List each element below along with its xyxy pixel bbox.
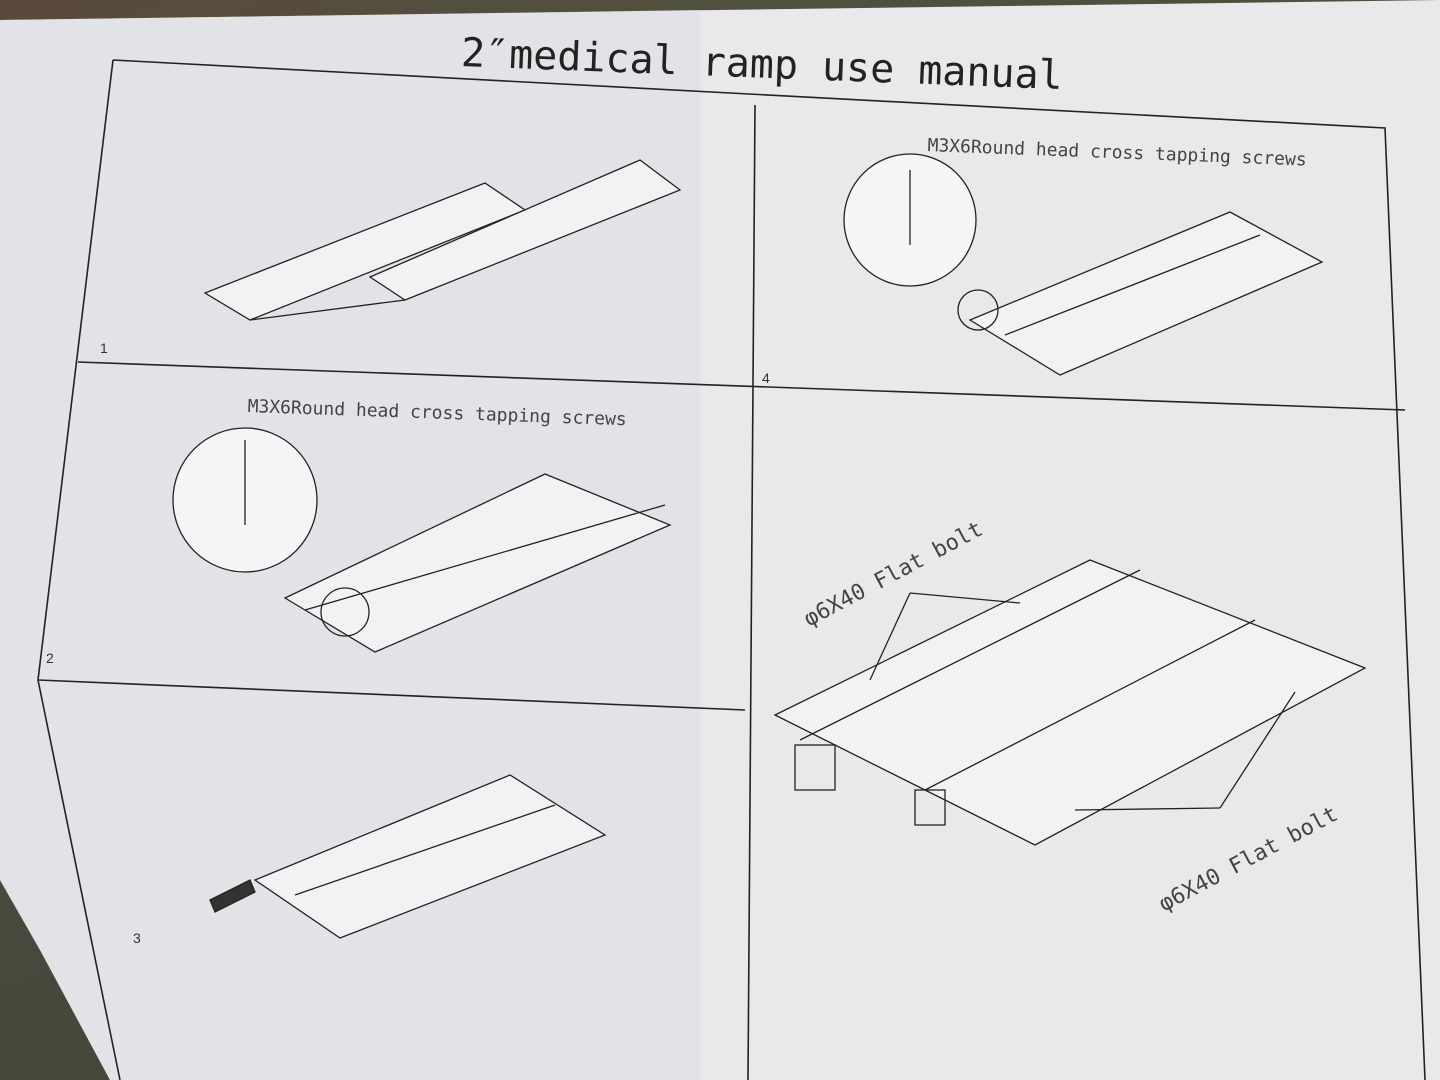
step-number-3: 3 [133,930,141,946]
panel-grid [37,59,1426,1080]
step3-diagram [209,774,607,939]
step-number-2: 2 [46,650,54,666]
step2-diagram [172,427,672,653]
step4-diagram [843,153,1324,376]
step1-diagram [203,159,682,321]
final-step-diagram [773,559,1367,846]
step-number-4: 4 [762,370,770,386]
step-number-1: 1 [100,340,108,356]
